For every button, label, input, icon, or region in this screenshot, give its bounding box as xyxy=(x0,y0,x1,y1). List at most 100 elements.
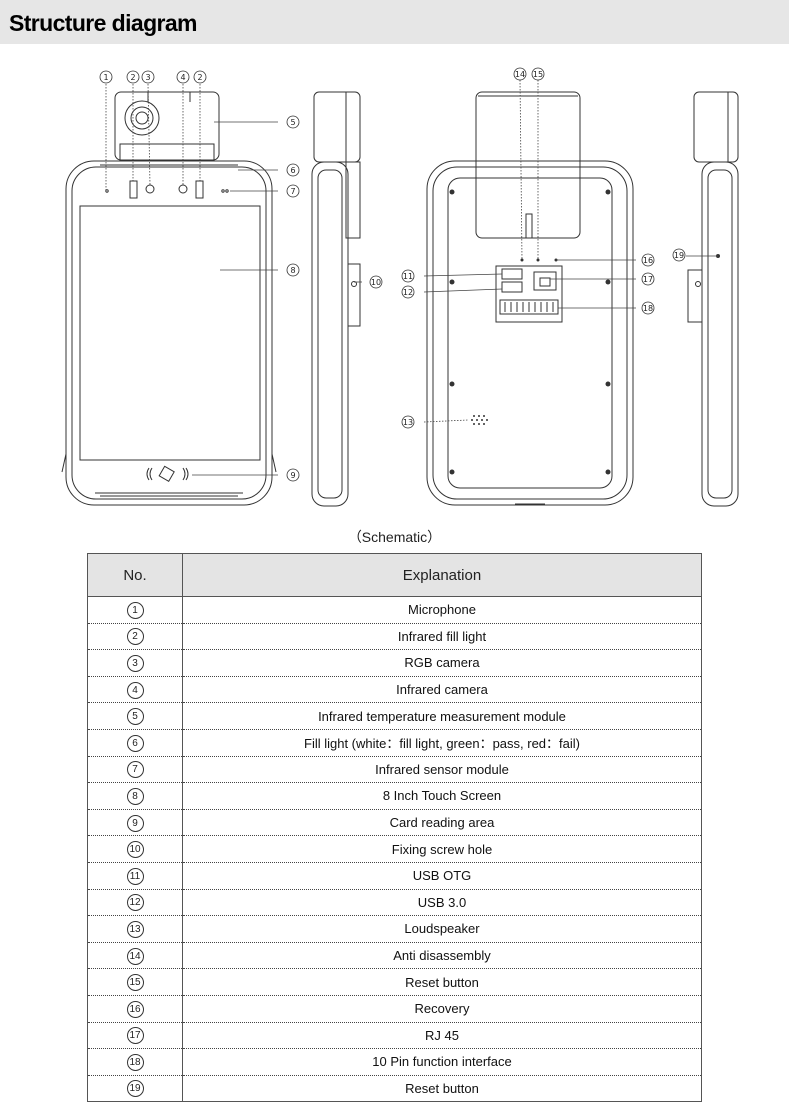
row-explanation: Fill light (white：fill light, green：pass… xyxy=(182,729,702,757)
row-explanation: Card reading area xyxy=(182,809,702,837)
row-number: 14 xyxy=(87,942,183,970)
row-number: 3 xyxy=(87,649,183,677)
callout-9: 9 xyxy=(290,471,295,480)
side-view-left xyxy=(311,91,361,507)
fixing-screw-hole-icon xyxy=(351,281,357,287)
callout-12: 12 xyxy=(403,288,413,297)
row-number: 1 xyxy=(87,596,183,624)
row-number-badge: 19 xyxy=(126,1080,144,1098)
row-number: 15 xyxy=(87,968,183,996)
callout-1: 1 xyxy=(103,73,108,82)
row-number: 7 xyxy=(87,756,183,784)
temperature-sensor-icon xyxy=(124,100,160,136)
callout-19: 19 xyxy=(674,251,684,260)
callout-4: 4 xyxy=(180,73,185,82)
callout-15: 15 xyxy=(533,70,543,79)
row-explanation: Fixing screw hole xyxy=(182,835,702,863)
row-number: 6 xyxy=(87,729,183,757)
row-number: 5 xyxy=(87,702,183,730)
row-explanation: Infrared fill light xyxy=(182,623,702,651)
table-row: 13 Loudspeaker xyxy=(87,915,702,943)
nfc-icon xyxy=(146,465,189,483)
10-pin-interface xyxy=(499,299,559,315)
row-number: 2 xyxy=(87,623,183,651)
callout-2b: 2 xyxy=(197,73,202,82)
row-number: 19 xyxy=(87,1075,183,1102)
row-number-badge: 3 xyxy=(126,654,144,672)
row-number-badge: 8 xyxy=(126,787,144,805)
explanation-table: No. Explanation 1 Microphone 2 Infrared fil… xyxy=(87,553,702,1102)
table-row: 10 Fixing screw hole xyxy=(87,835,702,863)
ir-fill-light-left xyxy=(129,180,138,199)
row-number: 4 xyxy=(87,676,183,704)
row-number: 8 xyxy=(87,782,183,810)
usb-3-port xyxy=(501,281,523,293)
row-number-badge: 2 xyxy=(126,628,144,646)
ir-camera-icon xyxy=(178,184,188,194)
row-number-badge: 14 xyxy=(126,947,144,965)
callout-13: 13 xyxy=(403,418,413,427)
row-number-badge: 4 xyxy=(126,681,144,699)
back-view xyxy=(426,91,634,506)
row-number-badge: 1 xyxy=(126,601,144,619)
row-number: 12 xyxy=(87,889,183,917)
row-explanation: Reset button xyxy=(182,968,702,996)
table-header-row: No. Explanation xyxy=(87,553,702,597)
column-header-explanation: Explanation xyxy=(182,553,702,597)
table-row: 19 Reset button xyxy=(87,1075,702,1102)
table-row: 12 USB 3.0 xyxy=(87,889,702,917)
row-number-badge: 10 xyxy=(126,841,144,859)
table-row: 6 Fill light (white：fill light, green：pas… xyxy=(87,729,702,757)
port-panel xyxy=(495,265,563,323)
row-number-badge: 12 xyxy=(126,894,144,912)
row-explanation: Microphone xyxy=(182,596,702,624)
callout-2: 2 xyxy=(130,73,135,82)
row-number: 11 xyxy=(87,862,183,890)
row-explanation: USB 3.0 xyxy=(182,889,702,917)
callout-5: 5 xyxy=(290,118,295,127)
row-explanation: Infrared camera xyxy=(182,676,702,704)
row-explanation: Anti disassembly xyxy=(182,942,702,970)
row-number-badge: 5 xyxy=(126,708,144,726)
row-number: 13 xyxy=(87,915,183,943)
callout-8: 8 xyxy=(290,266,295,275)
touch-screen xyxy=(79,205,261,461)
table-row: 8 8 Inch Touch Screen xyxy=(87,782,702,810)
row-number-badge: 11 xyxy=(126,867,144,885)
table-row: 4 Infrared camera xyxy=(87,676,702,704)
page-title: Structure diagram xyxy=(9,10,198,36)
callout-7: 7 xyxy=(290,187,295,196)
callout-3: 3 xyxy=(145,73,150,82)
row-explanation: Loudspeaker xyxy=(182,915,702,943)
front-view xyxy=(61,91,277,506)
callout-18: 18 xyxy=(643,304,653,313)
row-number-badge: 18 xyxy=(126,1053,144,1071)
table-row: 2 Infrared fill light xyxy=(87,623,702,651)
diagram-caption: （Schematic） xyxy=(347,529,442,545)
row-explanation: 8 Inch Touch Screen xyxy=(182,782,702,810)
table-row: 15 Reset button xyxy=(87,968,702,996)
row-number-badge: 13 xyxy=(126,920,144,938)
row-number: 17 xyxy=(87,1022,183,1050)
usb-otg-port xyxy=(501,268,523,280)
rj45-port xyxy=(533,271,557,291)
row-number-badge: 15 xyxy=(126,974,144,992)
ir-fill-light-right xyxy=(195,180,204,199)
table-row: 14 Anti disassembly xyxy=(87,942,702,970)
table-row: 1 Microphone xyxy=(87,596,702,624)
side-view-right xyxy=(687,91,739,507)
row-explanation: Reset button xyxy=(182,1075,702,1102)
row-number-badge: 7 xyxy=(126,761,144,779)
callout-14: 14 xyxy=(515,70,525,79)
rgb-camera-icon xyxy=(145,184,155,194)
callout-10: 10 xyxy=(371,278,381,287)
header-bar: Structure diagram xyxy=(0,0,789,44)
row-number-badge: 6 xyxy=(126,734,144,752)
